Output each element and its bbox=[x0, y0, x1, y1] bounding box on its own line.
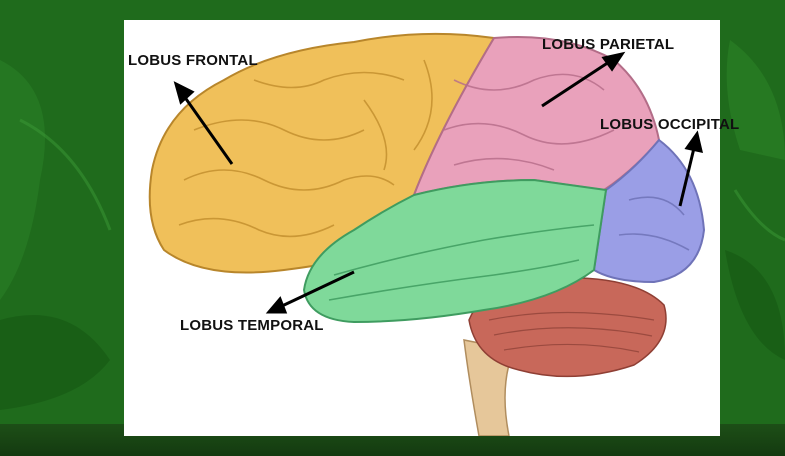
label-lobus-frontal: LOBUS FRONTAL bbox=[128, 52, 258, 69]
arrowhead-occipital bbox=[687, 134, 701, 151]
label-lobus-parietal: LOBUS PARIETAL bbox=[542, 36, 674, 53]
arrowhead-frontal bbox=[176, 84, 192, 102]
title-fragment bbox=[230, 0, 570, 10]
label-lobus-temporal: LOBUS TEMPORAL bbox=[180, 317, 324, 334]
brain-image-card: LOBUS FRONTAL LOBUS PARIETAL LOBUS OCCIP… bbox=[124, 20, 720, 436]
arrowhead-temporal bbox=[269, 299, 285, 312]
label-lobus-occipital: LOBUS OCCIPITAL bbox=[600, 116, 739, 133]
brain-diagram bbox=[124, 20, 720, 436]
